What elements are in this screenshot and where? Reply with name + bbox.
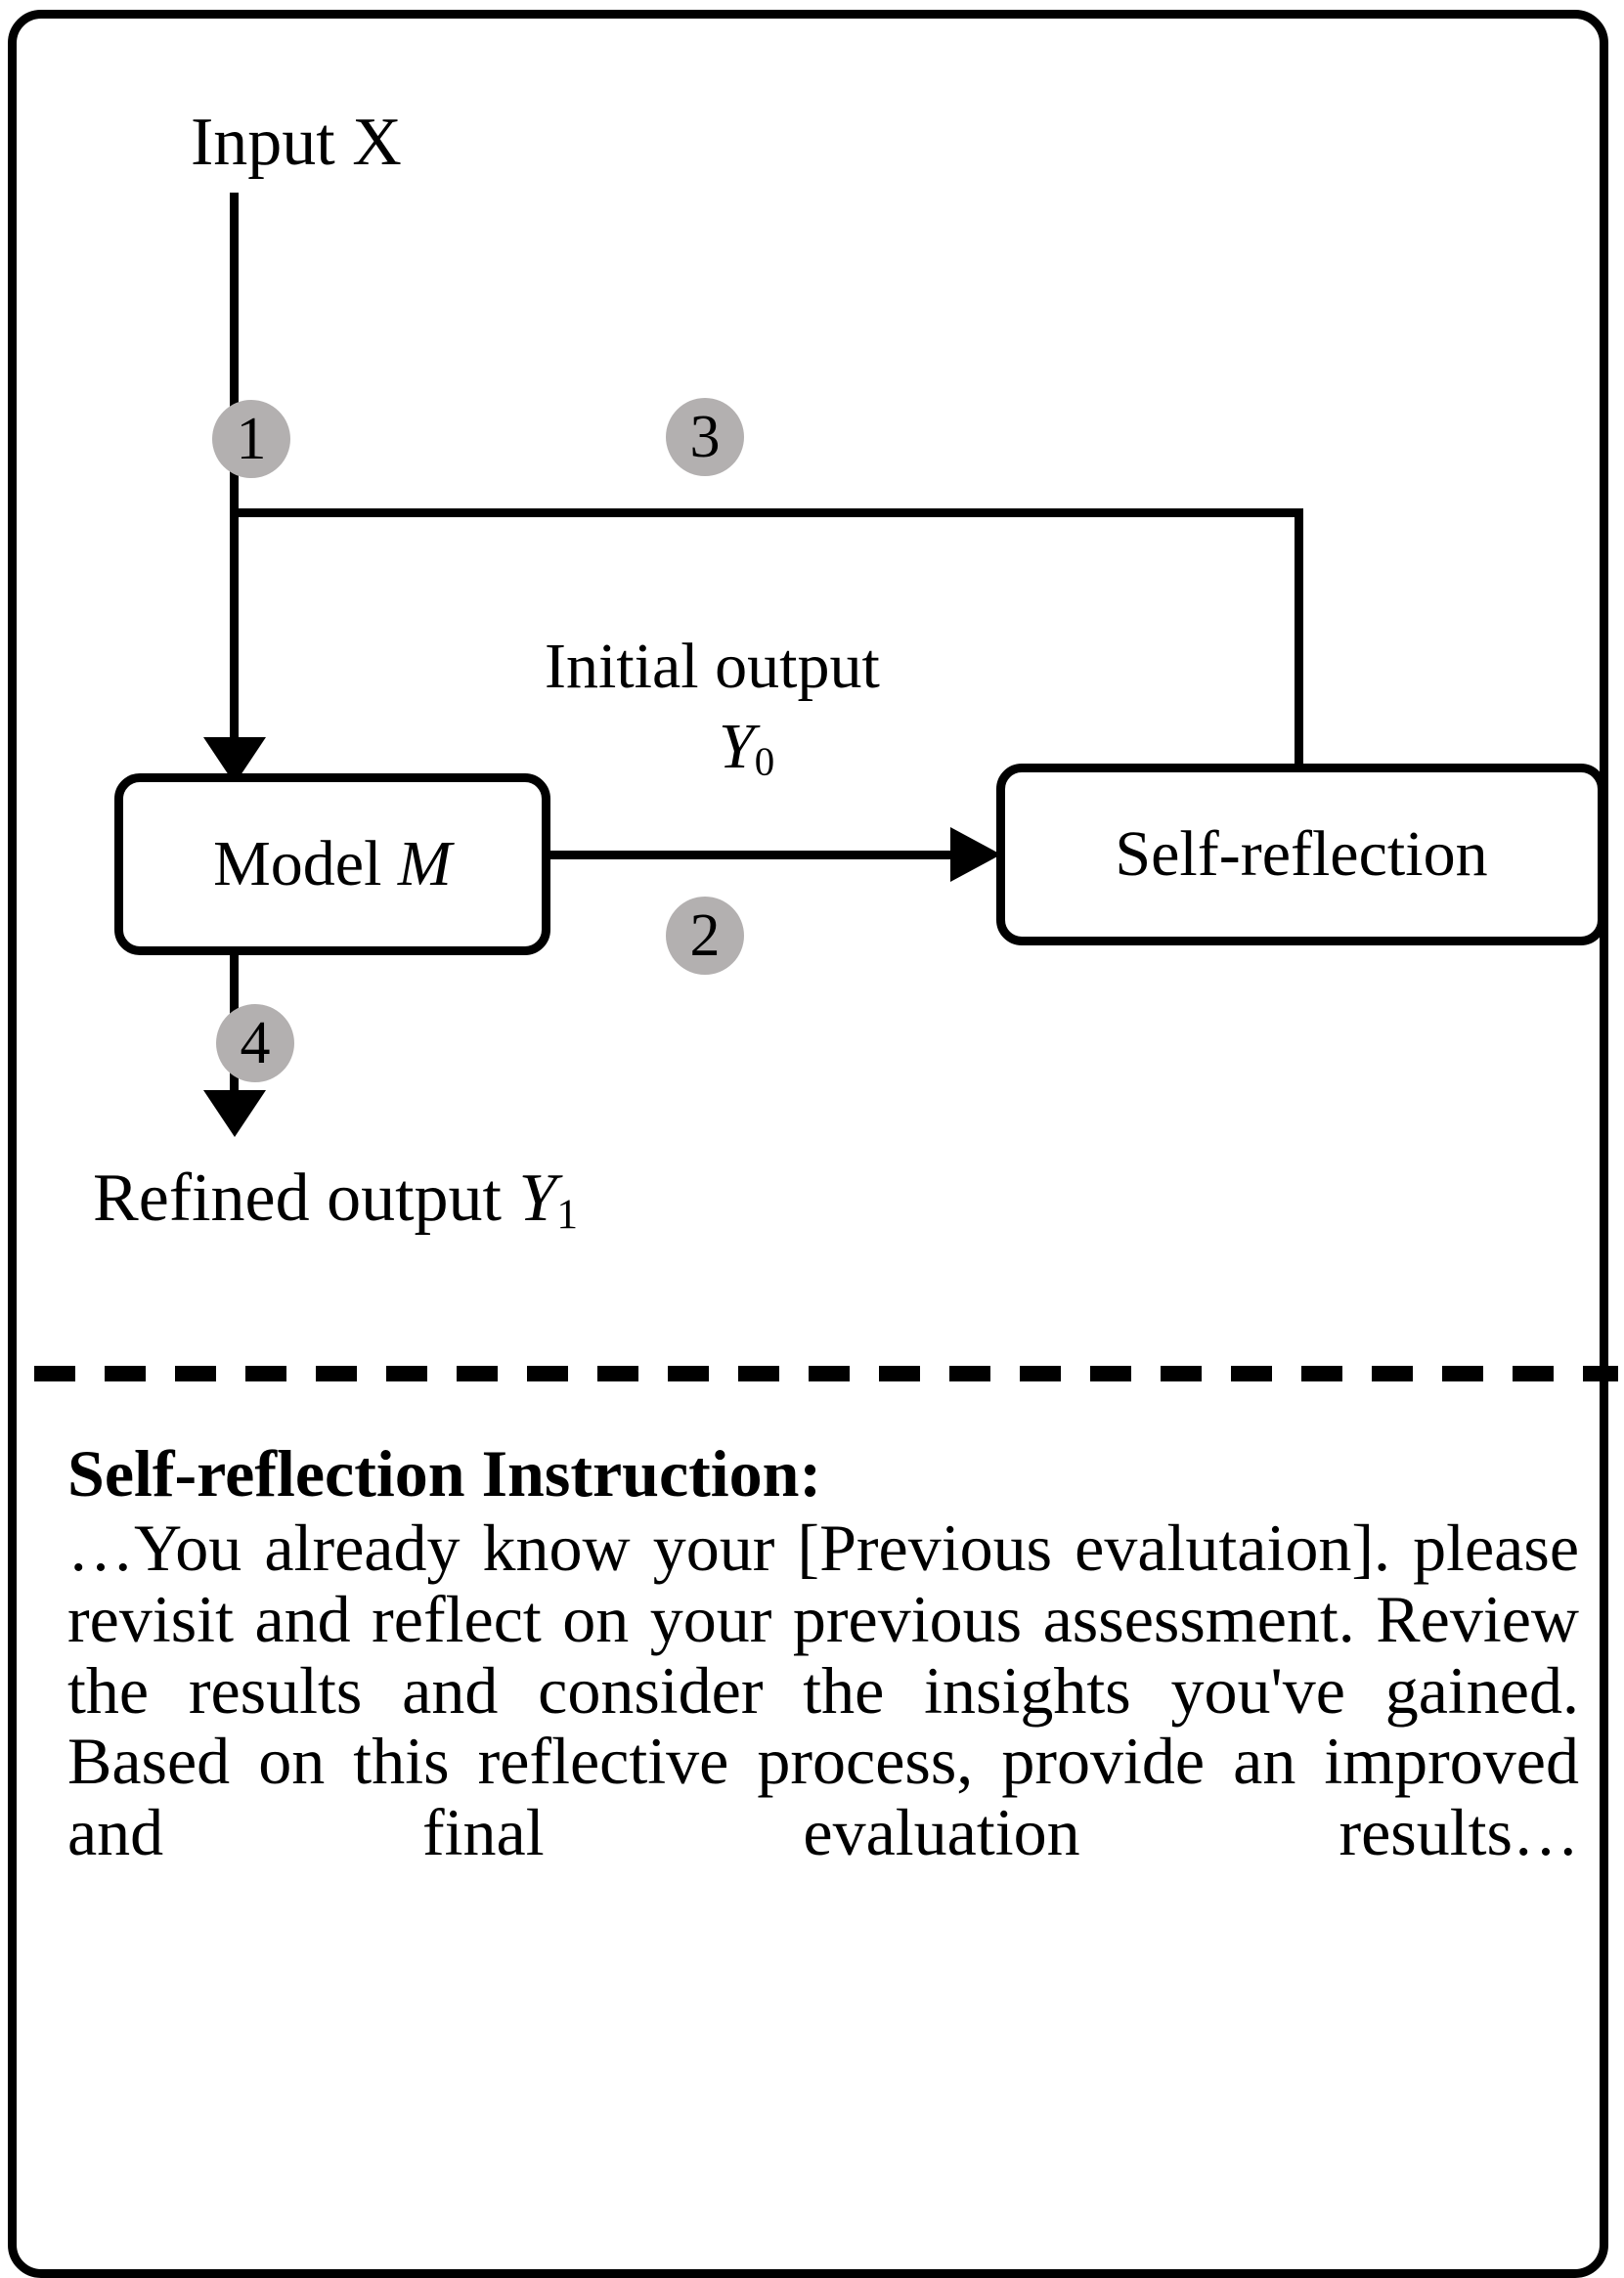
figure-frame: Input X Initial output Y0 Model M Self-r…: [8, 10, 1618, 2278]
node-self-reflection[interactable]: Self-reflection: [996, 764, 1606, 945]
refined-output-subscript: 1: [556, 1190, 579, 1238]
node-model-label: Model M: [213, 828, 452, 899]
step-badge-3: 3: [666, 398, 744, 476]
node-model[interactable]: Model M: [114, 773, 550, 955]
initial-output-label: Initial output: [545, 631, 880, 702]
instruction-panel: Self-reflection Instruction: …You alread…: [67, 1438, 1579, 1940]
refined-output-label: Refined output Y1: [93, 1161, 579, 1238]
y0-subscript: 0: [754, 739, 775, 784]
instruction-title: Self-reflection Instruction:: [67, 1436, 822, 1511]
step-badge-1: 1: [212, 400, 290, 478]
node-model-symbol: M: [397, 828, 452, 899]
step-badge-2: 2: [666, 897, 744, 975]
initial-output-symbol: Y0: [719, 715, 774, 782]
step-badge-4: 4: [216, 1004, 294, 1082]
edge-input-branch-vertical: [230, 193, 239, 517]
input-label: Input X: [191, 105, 402, 180]
edge-branch-to-reflection-vertical: [1295, 508, 1303, 768]
edge-model-to-reflection-arrowhead: [950, 827, 1001, 882]
refined-output-symbol: Y: [518, 1161, 557, 1236]
edge-input-branch-horizontal: [230, 508, 1303, 517]
node-self-reflection-label: Self-reflection: [1115, 818, 1488, 890]
edge-model-to-reflection-line: [550, 851, 961, 859]
y0-base: Y: [719, 711, 755, 782]
dashed-divider: [34, 1366, 1618, 1381]
edge-model-to-output-arrowhead: [203, 1090, 266, 1137]
instruction-body: …You already know your [Previous evaluta…: [67, 1511, 1579, 1870]
